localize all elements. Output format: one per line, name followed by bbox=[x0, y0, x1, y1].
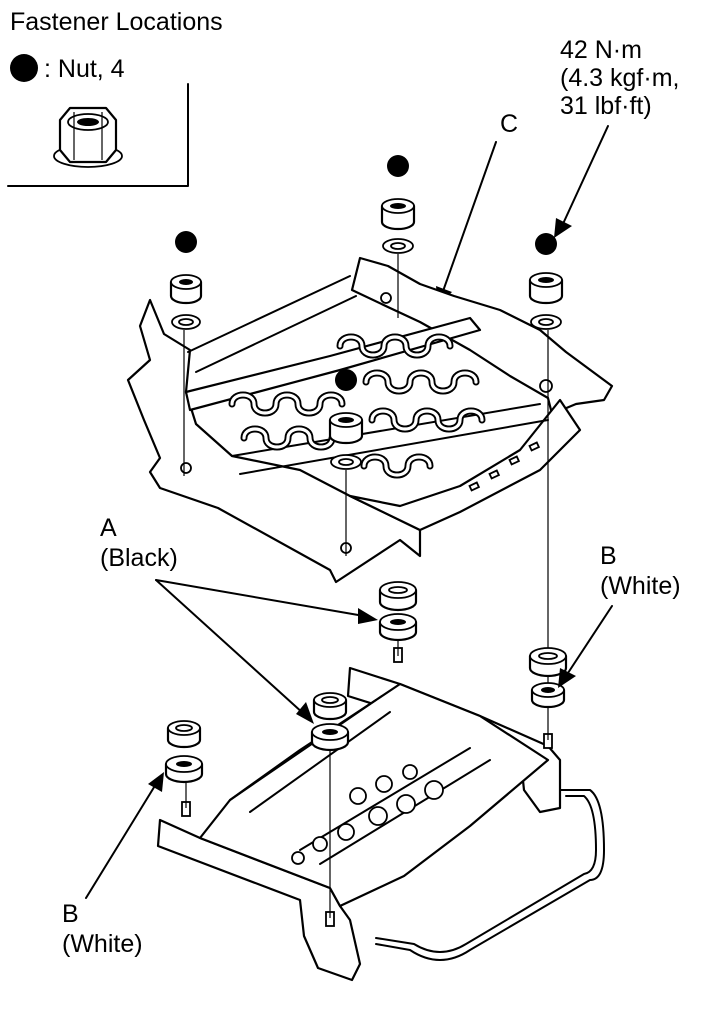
nut-washer-center bbox=[328, 412, 364, 470]
flange-nut-icon bbox=[53, 106, 123, 168]
bushing-b-left bbox=[164, 720, 204, 784]
callout-b-right: B (White) bbox=[558, 542, 681, 688]
torque-arrowhead bbox=[554, 218, 572, 238]
callout-b-left-leader bbox=[85, 783, 157, 899]
callout-b-left-letter: B bbox=[62, 900, 79, 928]
nut-washer-right bbox=[528, 272, 564, 330]
callout-b-left-arrowhead bbox=[148, 772, 164, 792]
nut-location-dot bbox=[387, 155, 409, 177]
callout-c-leader bbox=[441, 141, 497, 295]
nut-washer-top bbox=[380, 198, 416, 254]
legend-nut-label: : Nut, 4 bbox=[44, 55, 125, 83]
callout-a-arrowhead-left bbox=[296, 702, 314, 724]
nut-marker-icon bbox=[10, 54, 38, 82]
callout-a-letter: A bbox=[100, 514, 117, 542]
track-wire-loop bbox=[375, 789, 605, 961]
nut-location-dot bbox=[175, 231, 197, 253]
bushing-a-top bbox=[378, 581, 418, 642]
nut-stacks bbox=[169, 198, 564, 470]
cushion-hole bbox=[539, 379, 553, 393]
bushings bbox=[164, 581, 568, 784]
torque-line-2: (4.3 kgf·m, bbox=[560, 64, 679, 92]
bushing-a-left bbox=[310, 692, 350, 752]
nut-location-dot bbox=[535, 233, 557, 255]
cushion-rear-rail bbox=[187, 275, 357, 373]
cushion-hole bbox=[380, 292, 392, 304]
torque-leader bbox=[561, 125, 609, 227]
torque-line-1: 42 N·m bbox=[560, 36, 642, 64]
callout-a-leader-left bbox=[155, 579, 305, 715]
callout-b-right-color: (White) bbox=[600, 572, 681, 600]
callout-b-left-color: (White) bbox=[62, 930, 143, 958]
nut-location-dot bbox=[335, 369, 357, 391]
callout-a: A (Black) bbox=[100, 514, 378, 724]
callout-b-right-leader bbox=[565, 605, 613, 677]
callout-a-arrowhead-top bbox=[358, 608, 378, 624]
legend-box-border bbox=[7, 83, 189, 187]
callout-c: C bbox=[436, 110, 518, 306]
track-frame-body bbox=[198, 682, 550, 908]
seat-cushion-frame bbox=[126, 256, 614, 584]
cushion-right-side-plate bbox=[350, 256, 614, 416]
torque-line-3: 31 lbf·ft) bbox=[560, 92, 652, 120]
callout-b-left: B (White) bbox=[62, 772, 164, 958]
legend-title: Fastener Locations bbox=[10, 8, 223, 36]
cushion-hole bbox=[180, 462, 192, 474]
seat-track-frame bbox=[156, 647, 605, 982]
callout-b-right-letter: B bbox=[600, 542, 617, 570]
cushion-front-crossmember bbox=[348, 398, 582, 532]
track-crossmember bbox=[229, 699, 491, 865]
callout-c-label: C bbox=[500, 110, 518, 138]
callout-b-right-arrowhead bbox=[558, 668, 576, 688]
track-holes bbox=[291, 764, 444, 865]
cushion-slots bbox=[468, 441, 541, 492]
bushing-b-right bbox=[528, 647, 568, 709]
legend: Fastener Locations : Nut, 4 bbox=[7, 8, 223, 187]
seat-spring bbox=[360, 453, 434, 479]
torque-spec: 42 N·m (4.3 kgf·m, 31 lbf·ft) bbox=[554, 36, 679, 238]
nut-markers bbox=[175, 155, 557, 391]
cushion-left-side-plate bbox=[126, 298, 422, 584]
nut-washer-left bbox=[169, 274, 203, 330]
callout-a-leader-top bbox=[155, 579, 365, 617]
callout-a-color: (Black) bbox=[100, 544, 178, 572]
